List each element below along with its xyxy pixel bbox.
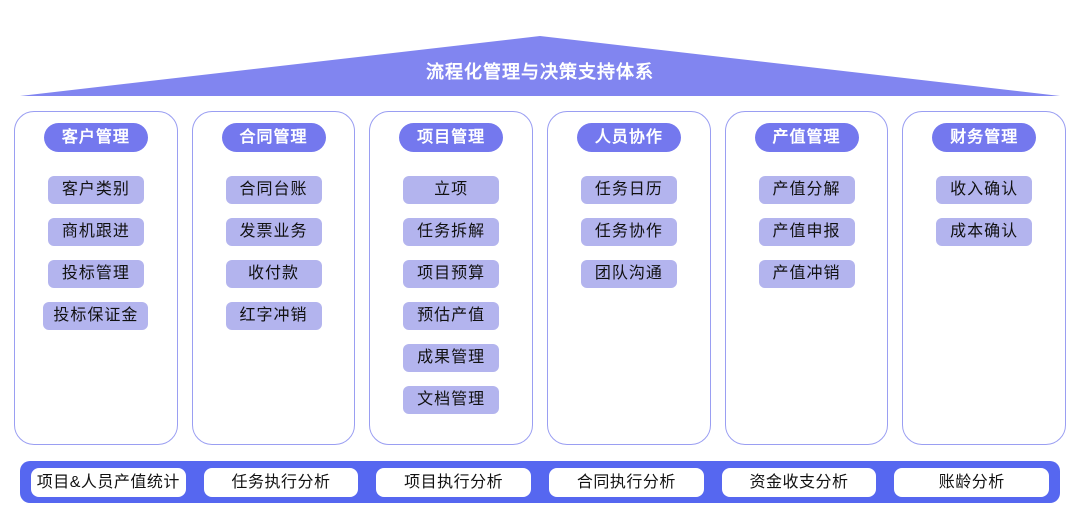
- column-output-value-management: 产值管理 产值分解 产值申报 产值冲销: [724, 111, 889, 445]
- feature-item: 合同台账: [225, 176, 322, 204]
- feature-item: 发票业务: [225, 218, 322, 246]
- roof-banner: 流程化管理与决策支持体系: [0, 0, 1080, 100]
- column-header-pill: 产值管理: [754, 123, 859, 152]
- column-items: 任务日历 任务协作 团队沟通: [580, 176, 677, 288]
- feature-item: 立项: [403, 176, 500, 204]
- feature-item: 投标管理: [47, 260, 144, 288]
- analysis-item: 任务执行分析: [203, 467, 359, 497]
- analysis-item: 项目执行分析: [376, 467, 532, 497]
- analysis-item: 资金收支分析: [721, 467, 877, 497]
- column-personnel-collaboration: 人员协作 任务日历 任务协作 团队沟通: [547, 111, 711, 445]
- roof-triangle: [20, 36, 1060, 96]
- feature-item: 投标保证金: [43, 302, 149, 330]
- column-header-pill: 人员协作: [576, 123, 681, 152]
- column-contract-management: 合同管理 合同台账 发票业务 收付款 红字冲销: [191, 111, 356, 445]
- feature-item: 预估产值: [403, 302, 500, 330]
- feature-item: 产值冲销: [758, 260, 855, 288]
- feature-item: 成果管理: [403, 344, 500, 372]
- feature-item: 团队沟通: [580, 260, 677, 288]
- feature-item: 任务日历: [580, 176, 677, 204]
- feature-item: 文档管理: [403, 386, 500, 414]
- feature-item: 商机跟进: [47, 218, 144, 246]
- analysis-item: 账龄分析: [894, 467, 1050, 497]
- column-header-pill: 项目管理: [399, 123, 504, 152]
- feature-item: 客户类别: [47, 176, 144, 204]
- feature-item: 产值申报: [758, 218, 855, 246]
- column-header-pill: 客户管理: [43, 123, 148, 152]
- column-items: 合同台账 发票业务 收付款 红字冲销: [225, 176, 322, 330]
- column-items: 收入确认 成本确认: [936, 176, 1033, 246]
- feature-item: 成本确认: [936, 218, 1033, 246]
- column-header-pill: 财务管理: [932, 123, 1037, 152]
- analysis-footer-bar: 项目&人员产值统计 任务执行分析 项目执行分析 合同执行分析 资金收支分析 账龄…: [20, 461, 1060, 503]
- column-project-management: 项目管理 立项 任务拆解 项目预算 预估产值 成果管理 文档管理: [369, 111, 534, 445]
- diagram-title: 流程化管理与决策支持体系: [426, 62, 654, 82]
- column-customer-management: 客户管理 客户类别 商机跟进 投标管理 投标保证金: [14, 111, 178, 445]
- column-items: 立项 任务拆解 项目预算 预估产值 成果管理 文档管理: [403, 176, 500, 414]
- feature-item: 任务协作: [580, 218, 677, 246]
- feature-item: 红字冲销: [225, 302, 322, 330]
- column-finance-management: 财务管理 收入确认 成本确认: [902, 111, 1067, 445]
- analysis-item: 合同执行分析: [549, 467, 704, 497]
- feature-item: 收付款: [225, 260, 322, 288]
- column-items: 客户类别 商机跟进 投标管理 投标保证金: [43, 176, 149, 330]
- column-header-pill: 合同管理: [221, 123, 326, 152]
- analysis-item: 项目&人员产值统计: [31, 467, 186, 497]
- column-items: 产值分解 产值申报 产值冲销: [758, 176, 855, 288]
- feature-item: 任务拆解: [403, 218, 500, 246]
- columns-container: 客户管理 客户类别 商机跟进 投标管理 投标保证金 合同管理 合同台账 发票业务…: [14, 111, 1067, 445]
- feature-item: 产值分解: [758, 176, 855, 204]
- feature-item: 收入确认: [936, 176, 1033, 204]
- feature-item: 项目预算: [403, 260, 500, 288]
